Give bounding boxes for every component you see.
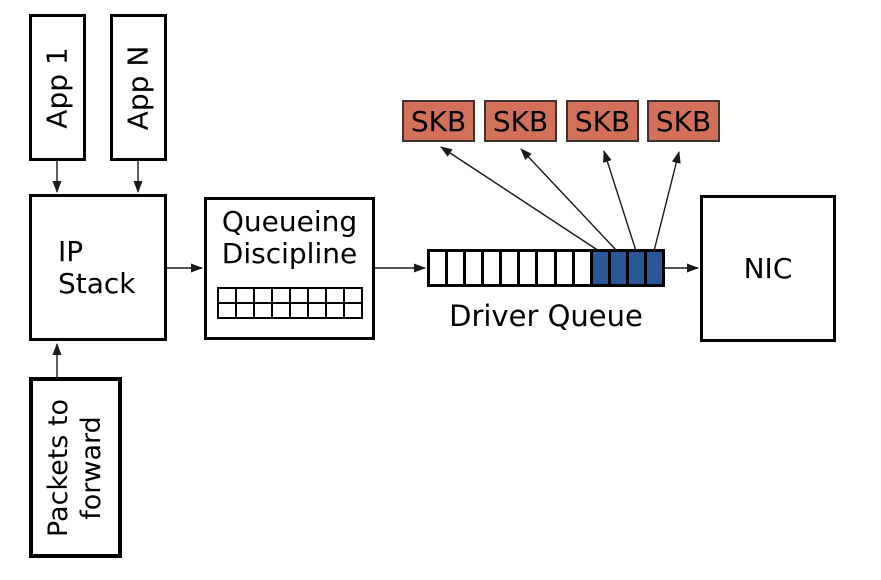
arrow-slot2-to-skb2 <box>520 148 618 252</box>
qdisc-grid-row <box>216 302 363 319</box>
driver-queue-slot-empty <box>502 252 521 284</box>
qdisc-grid-cell <box>288 302 309 319</box>
queueing-discipline-packet-grid <box>216 287 363 319</box>
skb-label: SKB <box>410 104 467 138</box>
skb-box: SKB <box>566 100 639 142</box>
driver-queue-slot-filled <box>646 252 663 284</box>
qdisc-grid-cell <box>252 302 273 319</box>
arrow-slot1-to-skb1 <box>440 146 600 252</box>
qdisc-grid-cell <box>342 302 363 319</box>
driver-queue-slot-filled <box>592 252 611 284</box>
app1-box: App 1 <box>29 14 86 161</box>
qdisc-grid-cell <box>216 302 237 319</box>
ip-stack-label: IP Stack <box>58 234 136 300</box>
driver-queue-label: Driver Queue <box>449 299 643 333</box>
queueing-discipline-box: Queueing Discipline <box>204 197 375 340</box>
ip-stack-box: IP Stack <box>29 194 167 341</box>
nic-label: NIC <box>743 251 793 285</box>
appN-label: App N <box>121 45 155 130</box>
qdisc-grid-cell <box>324 302 345 319</box>
appN-box: App N <box>110 14 167 161</box>
qdisc-grid-cell <box>234 302 255 319</box>
qdisc-grid-cell <box>306 302 327 319</box>
arrow-slot3-to-skb3 <box>603 150 637 252</box>
skb-box: SKB <box>484 100 557 142</box>
driver-queue-slot-empty <box>556 252 575 284</box>
driver-queue-slot-empty <box>538 252 557 284</box>
arrow-slot4-to-skb4 <box>653 151 681 252</box>
packets-to-forward-label: Packets to forward <box>43 398 108 537</box>
driver-queue-slot-empty <box>520 252 539 284</box>
nic-box: NIC <box>700 195 836 342</box>
driver-queue-slot-empty <box>484 252 503 284</box>
skb-box: SKB <box>647 100 720 142</box>
packets-to-forward-box: Packets to forward <box>29 377 122 558</box>
driver-queue-slot-filled <box>628 252 647 284</box>
skb-label: SKB <box>574 104 631 138</box>
driver-queue-slot-empty <box>448 252 467 284</box>
driver-queue-ring <box>427 249 665 287</box>
driver-queue-slot-empty <box>574 252 593 284</box>
skb-box: SKB <box>402 100 475 142</box>
queueing-discipline-label: Queueing Discipline <box>221 205 358 270</box>
driver-queue-slot-empty <box>430 252 449 284</box>
skb-label: SKB <box>655 104 712 138</box>
driver-queue-slot-filled <box>610 252 629 284</box>
skb-label: SKB <box>492 104 549 138</box>
driver-queue-slot-empty <box>466 252 485 284</box>
app1-label: App 1 <box>40 46 74 129</box>
qdisc-grid-cell <box>270 302 291 319</box>
